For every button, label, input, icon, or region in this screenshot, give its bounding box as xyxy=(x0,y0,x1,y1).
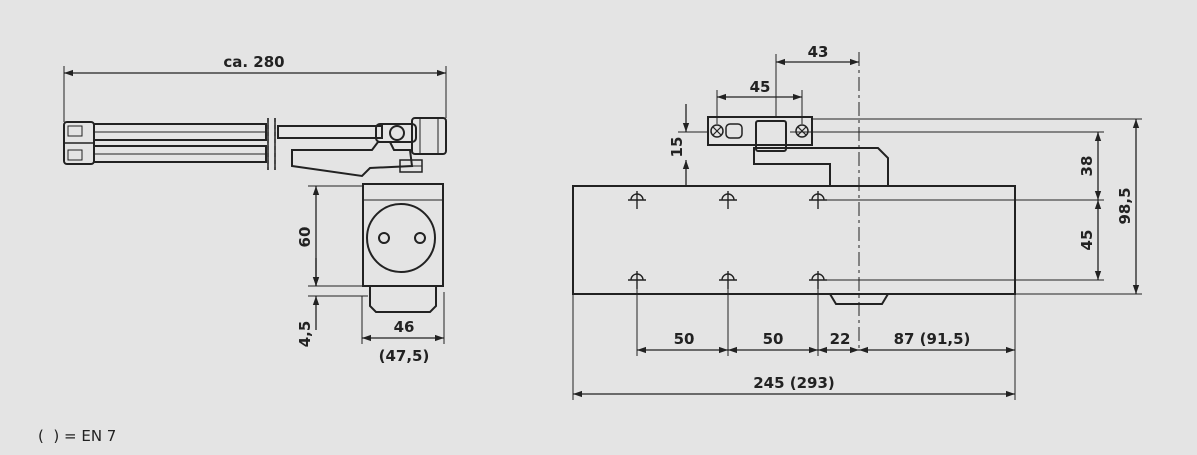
side-view: ca. 280 60 4,5 46 (47,5) xyxy=(63,53,447,365)
dim-bracket-width: 45 xyxy=(750,78,771,96)
dim-bracket-offset: 43 xyxy=(808,43,829,61)
footnote-en7: ( ) = EN 7 xyxy=(38,427,116,445)
dim-axis-offset: 22 xyxy=(830,330,851,348)
dim-overall-length-front: 245 (293) xyxy=(753,374,835,392)
dim-fixing-spacing-vertical: 45 xyxy=(1078,230,1096,251)
closer-body-end xyxy=(362,183,444,313)
arm-assembly xyxy=(63,117,447,178)
dim-axis-to-fixing: 38 xyxy=(1078,156,1096,177)
closer-body-front xyxy=(572,185,1016,305)
dim-width: 46 xyxy=(394,318,415,336)
dim-hole-spacing-2: 50 xyxy=(763,330,784,348)
dim-overall-length: ca. 280 xyxy=(223,53,284,71)
dim-total-height: 98,5 xyxy=(1116,187,1134,224)
arm-bracket xyxy=(707,116,889,187)
dim-axis-to-end: 87 (91,5) xyxy=(894,330,971,348)
dim-hole-spacing-1: 50 xyxy=(674,330,695,348)
dim-foot-height: 4,5 xyxy=(296,321,314,348)
dim-body-height: 60 xyxy=(296,227,314,248)
dim-width-en7: (47,5) xyxy=(379,347,430,365)
front-view: 43 45 15 38 45 98,5 50 xyxy=(572,43,1142,400)
dim-bracket-height: 15 xyxy=(668,137,686,158)
fixing-holes xyxy=(628,191,827,289)
